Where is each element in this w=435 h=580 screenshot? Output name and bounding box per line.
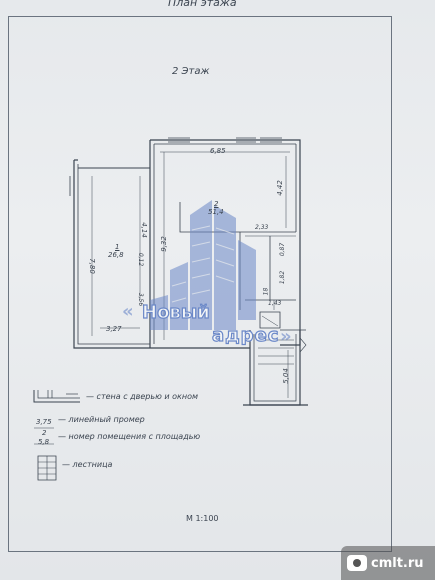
watermark-line2: адрес [211,324,280,346]
scale-label: М 1:100 [186,514,219,523]
legend-wall: — стена с дверью и окном [86,392,199,401]
drawing-frame [8,16,392,552]
dim-327: 3,27 [106,325,122,333]
legend-dim-value: 3,75 [36,418,52,426]
room-2-number: 2 [214,200,219,208]
watermark-left-arrow: « [122,301,134,322]
dim-442: 4,42 [275,180,284,196]
room-2-area: 51,4 [208,208,224,216]
legend-room-area: 5,8 [38,438,50,446]
legend-stairs: — лестница [62,460,113,469]
watermark-right-arrow: » [280,326,292,347]
watermark-line1: Новый [141,301,210,323]
dim-414: 4,14 [139,222,148,238]
site-badge[interactable]: cmlt.ru [341,546,435,580]
dim-932: 9,32 [159,236,168,252]
dim-087: 0,87 [279,242,287,257]
dim-504: 5,04 [281,368,290,384]
dim-780: 7,80 [87,258,96,274]
room-1-area: 26,8 [108,251,124,259]
site-label: cmlt.ru [371,555,424,571]
dim-233: 2,33 [255,224,269,231]
header-title: План этажа [168,0,237,9]
dim-18: 18 [262,287,270,296]
legend-room: — номер помещения с площадью [58,432,201,441]
dim-182: 1,82 [279,270,287,285]
legend-room-number: 2 [42,429,47,437]
dim-685: 6,85 [210,147,226,155]
camera-icon [347,555,367,571]
room-1-number: 1 [115,243,120,251]
dim-143: 1,43 [268,300,282,307]
legend-dim: — линейный промер [58,415,145,424]
dim-012: 0,12 [137,252,145,267]
floor-title: 2 Этаж [172,66,210,77]
